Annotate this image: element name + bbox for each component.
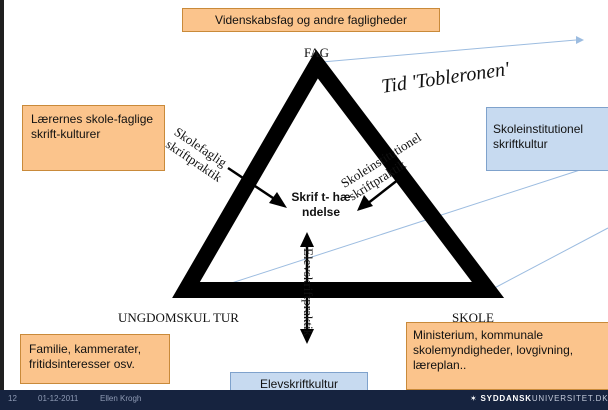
- university-logo-icon: ✶: [470, 394, 478, 403]
- title-box: Videnskabsfag og andre fagligheder: [182, 8, 440, 32]
- prism-arrowhead: [576, 36, 584, 44]
- prism-line-right: [484, 227, 608, 294]
- box-teacher-culture: Lærernes skole-faglige skrift-kulturer: [22, 105, 165, 171]
- logo-bold-text: SYDDANSK: [480, 394, 532, 403]
- prism-line-top: [321, 39, 577, 63]
- arrow-left-head: [269, 192, 287, 208]
- slide-edge-bar: [0, 0, 4, 390]
- arrow-left-shaft: [227, 166, 277, 202]
- arrow-right-head: [357, 195, 373, 211]
- box-school-culture: Skoleinstitutionel skriftkultur: [486, 107, 608, 171]
- vertex-label-right: SKOLE: [452, 310, 494, 325]
- arrows: [227, 166, 409, 344]
- center-label: Skrif t- hæ ndelse: [291, 190, 351, 219]
- vertex-label-left: UNGDOMSKUL TUR: [118, 310, 246, 342]
- box-family-text: Familie, kammerater, fritidsinteresser o…: [29, 342, 142, 371]
- footer-slide-number: 12: [8, 394, 17, 403]
- footer-date: 01-12-2011: [38, 394, 79, 403]
- title-text: Videnskabsfag og andre fagligheder: [215, 13, 407, 27]
- box-family: Familie, kammerater, fritidsinteresser o…: [20, 334, 170, 384]
- box-student-culture-text: Elevskriftkultur: [259, 377, 339, 391]
- footer-logo: ✶ SYDDANSKUNIVERSITET.DK: [470, 394, 608, 403]
- box-school-culture-text: Skoleinstitutionel skriftkultur: [493, 122, 584, 151]
- arrow-right-shaft: [366, 171, 409, 205]
- footer-bar: 12 01-12-2011 Ellen Krogh ✶ SYDDANSKUNIV…: [0, 390, 608, 410]
- arrow-bottom-head-down: [300, 329, 314, 344]
- prism-line-bottom: [209, 169, 581, 291]
- box-ministry-text: Ministerium, kommunale skolemyndigheder,…: [413, 328, 574, 372]
- edge-label-bottom: Elevskriftpraktik: [301, 248, 316, 388]
- vertex-label-top: FAG: [304, 45, 330, 60]
- arrow-bottom-head-up: [300, 232, 314, 247]
- box-teacher-culture-text: Lærernes skole-faglige skrift-kulturer: [31, 112, 154, 141]
- toblerone-prism-lines: [209, 39, 608, 294]
- vertex-label-left-text: UNGDOMSKUL TUR: [118, 310, 239, 325]
- edge-label-bottom-text: Elevskriftpraktik: [301, 248, 316, 337]
- footer-author: Ellen Krogh: [100, 394, 142, 403]
- box-ministry: Ministerium, kommunale skolemyndigheder,…: [406, 322, 608, 390]
- logo-light-text: UNIVERSITET.DK: [531, 394, 608, 403]
